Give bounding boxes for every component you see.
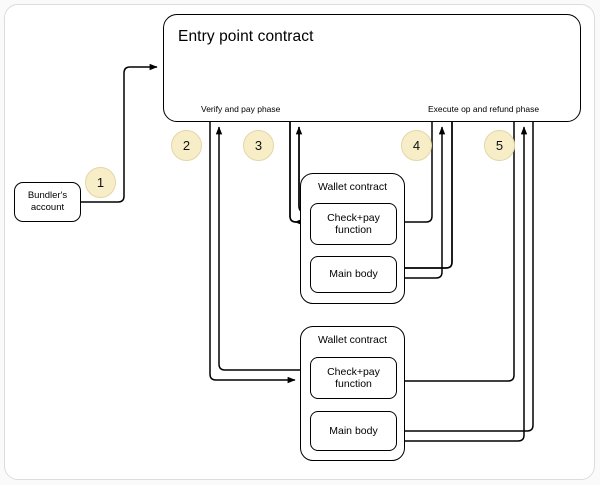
edge-4-check-in <box>389 122 433 226</box>
wallet-1-check-pay-function: Check+pay function <box>310 203 397 245</box>
wallet-contract-node-2: Wallet contract Check+pay function Main … <box>300 326 405 461</box>
step-marker-3: 3 <box>243 130 274 161</box>
wallet-1-title: Wallet contract <box>317 181 388 193</box>
w1-check-line1: Check+pay <box>327 211 380 224</box>
edge-3-down <box>289 122 303 226</box>
edge-2-down <box>209 122 296 384</box>
edge-5-check-in <box>389 122 515 385</box>
edge-5-main-in <box>389 122 534 435</box>
edge-4-main-in <box>389 122 453 272</box>
bundler-label-line2: account <box>30 202 65 213</box>
step-marker-4: 4 <box>401 130 432 161</box>
w1-main-label: Main body <box>329 268 378 281</box>
edge-bundler-to-entry <box>81 63 158 203</box>
wallet-1-main-body: Main body <box>310 256 397 293</box>
edge-4-main-out <box>405 126 446 279</box>
wallet-contract-node-1: Wallet contract Check+pay function Main … <box>300 173 405 304</box>
w2-check-line2: function <box>335 378 372 390</box>
bundler-label-line1: Bundler's <box>27 190 68 201</box>
step-marker-1: 1 <box>85 167 116 198</box>
entry-point-title: Entry point contract <box>178 28 314 45</box>
edge-2-up <box>215 126 300 371</box>
edge-3-down-seg <box>289 122 297 223</box>
wallet-2-title: Wallet contract <box>317 334 388 346</box>
entry-point-contract-node: Entry point contract <box>163 14 581 122</box>
step-marker-2: 2 <box>171 130 202 161</box>
w2-main-label: Main body <box>329 424 378 437</box>
edge-5-main-out <box>405 126 528 442</box>
phase-label-execute: Execute op and refund phase <box>428 104 540 114</box>
wallet-2-check-pay-function: Check+pay function <box>310 357 397 399</box>
step-marker-5: 5 <box>484 130 515 161</box>
w2-check-line1: Check+pay <box>327 365 380 378</box>
phase-label-verify: Verify and pay phase <box>201 104 281 114</box>
bundlers-account-node: Bundler's account <box>14 182 81 222</box>
w1-check-line2: function <box>335 224 372 236</box>
wallet-2-main-body: Main body <box>310 411 397 451</box>
